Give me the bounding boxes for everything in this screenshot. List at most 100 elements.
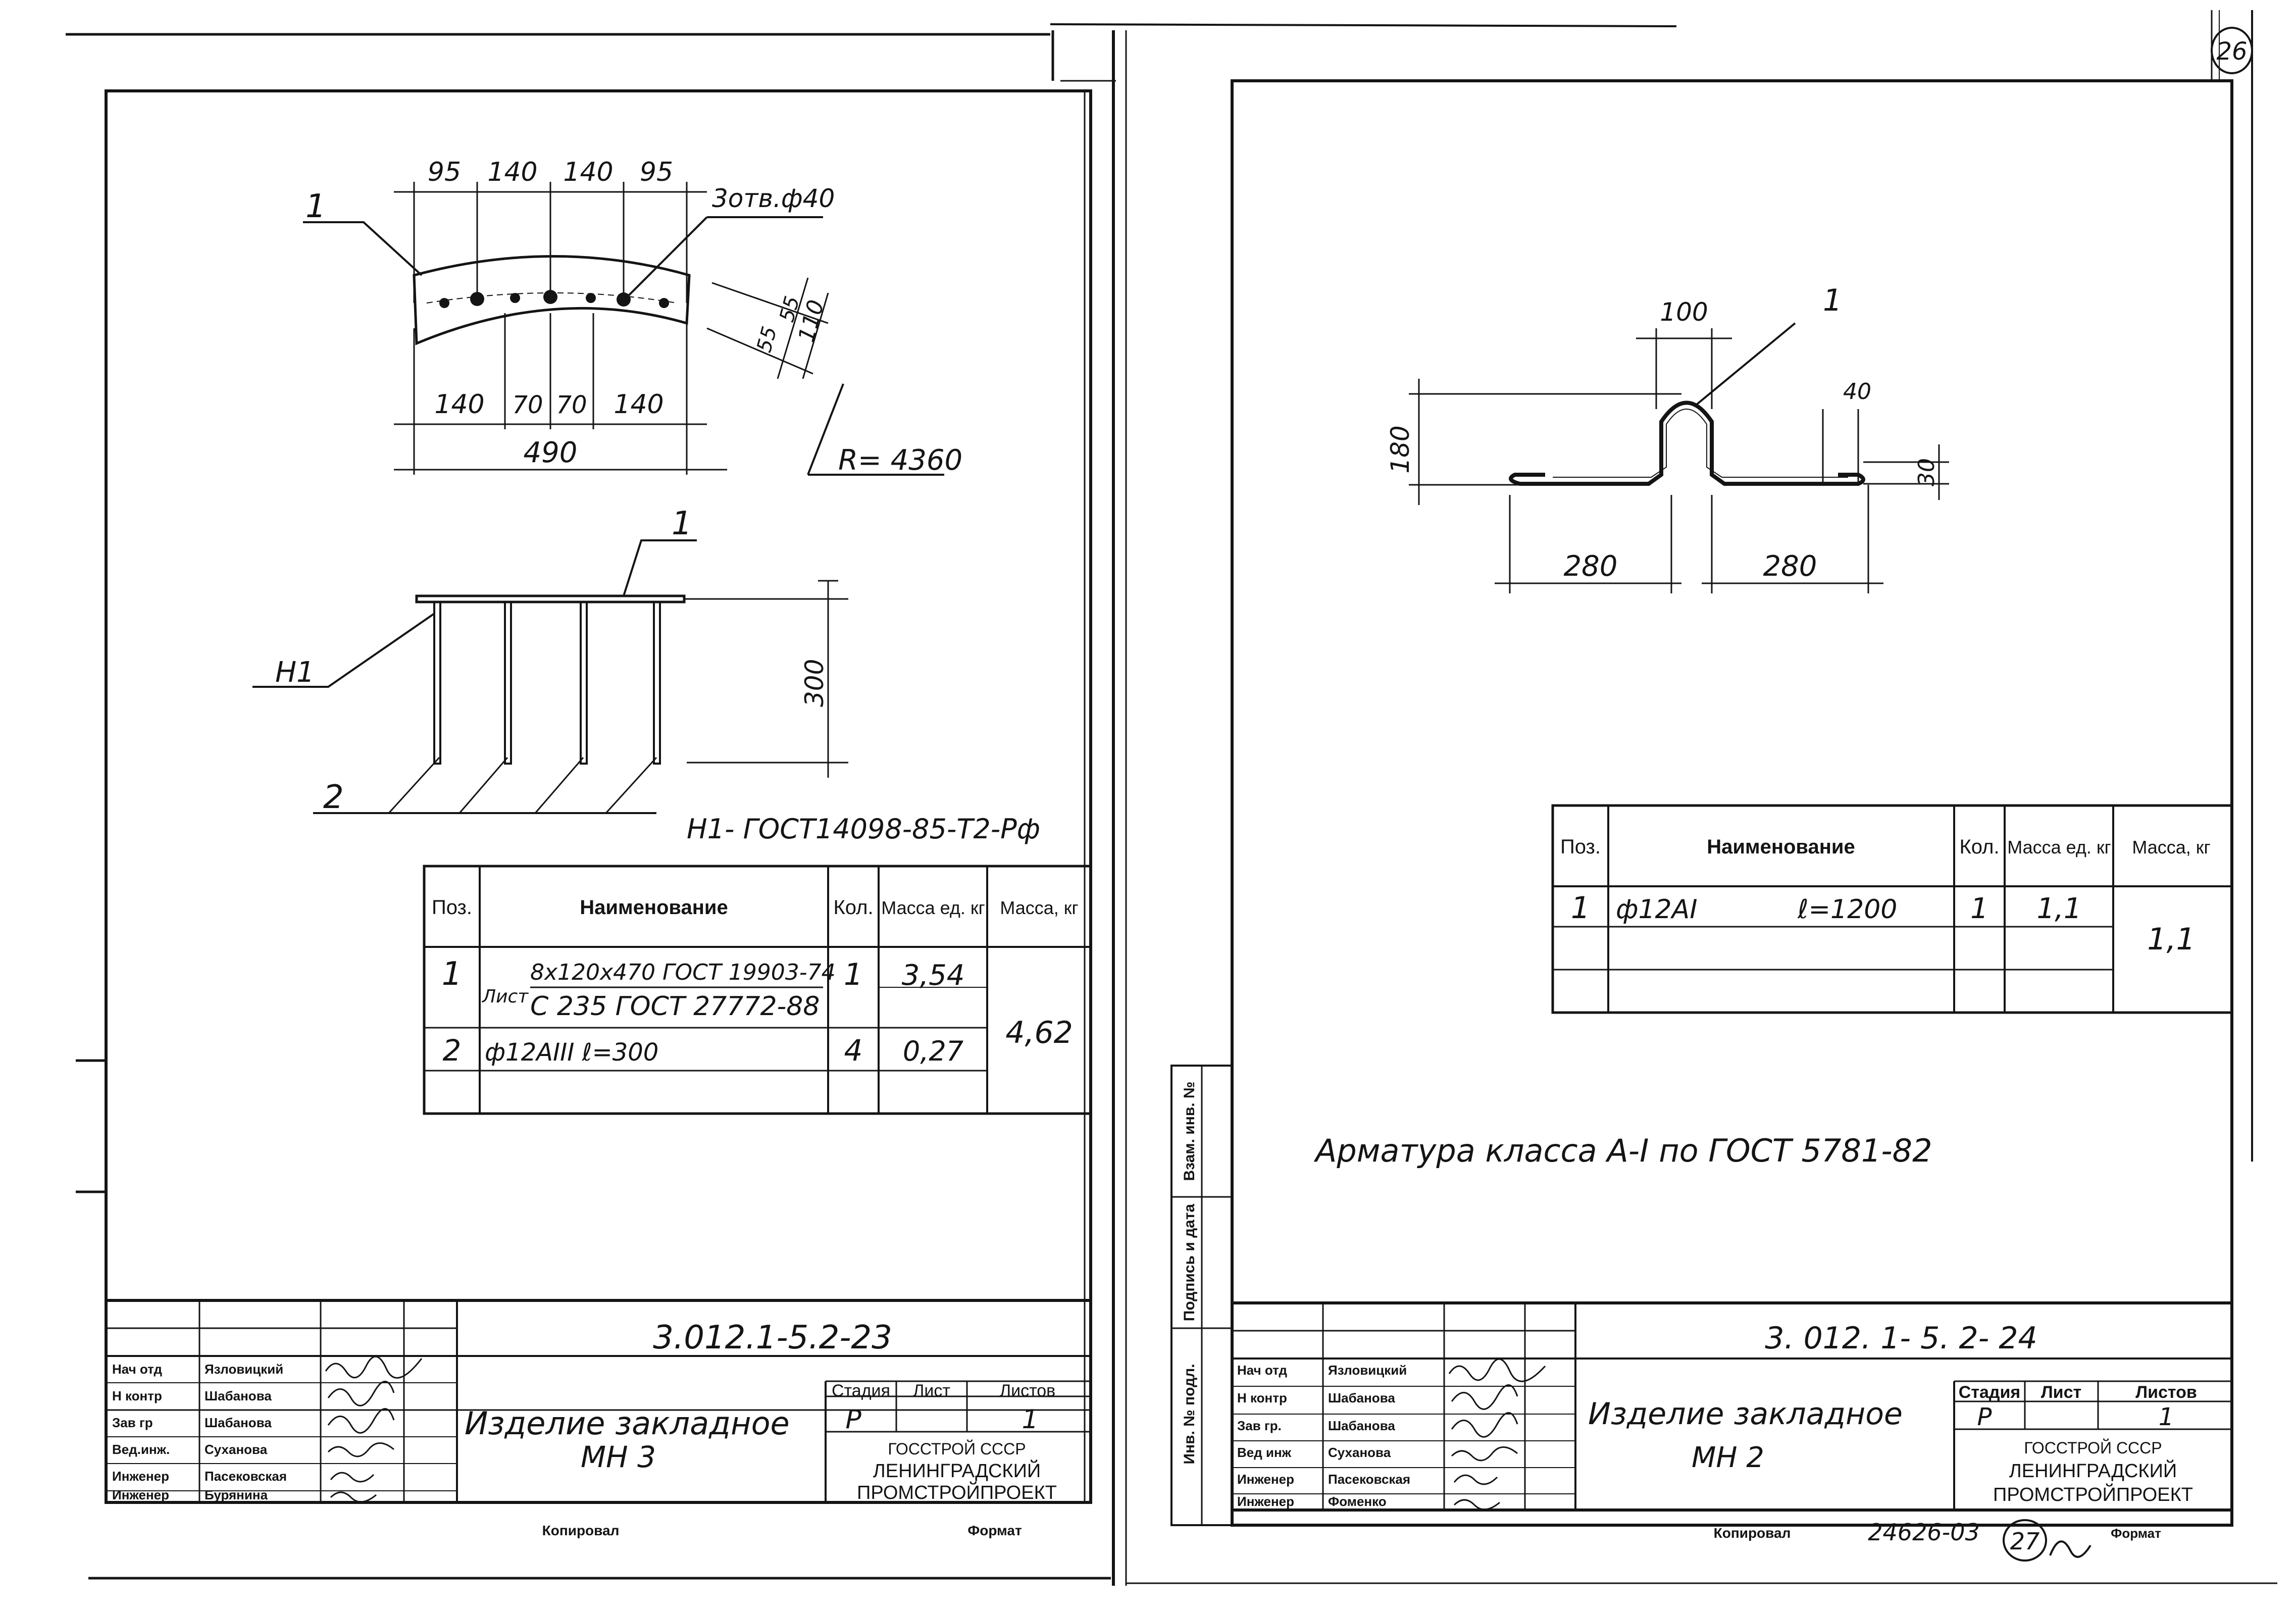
svg-text:Пасековская: Пасековская <box>205 1469 287 1484</box>
right-spec-header-name: Наименование <box>1707 836 1855 858</box>
right-sheet: Инв. № подл. Подпись и дата Взам. инв. № <box>1170 79 2233 1562</box>
right-spec-row1-pos: 1 <box>1571 890 1590 926</box>
left-spec-table <box>423 865 1092 1115</box>
bar-dim-right: 280 <box>1763 550 1817 583</box>
svg-text:Пасековская: Пасековская <box>1328 1472 1410 1487</box>
right-spec-header-pos: Поз. <box>1560 836 1601 858</box>
left-spec-row1-pos: 1 <box>442 955 463 993</box>
left-spec-row1-name-bottom: С 235 ГОСТ 27772-88 <box>530 991 820 1022</box>
right-spec-header-mass: Масса, кг <box>2132 837 2210 858</box>
bar-dim-height: 180 <box>1386 425 1415 473</box>
left-names: Язловицкий Шабанова Шабанова Суханова Па… <box>205 1362 287 1502</box>
right-spec-row1-qty: 1 <box>1970 892 1988 925</box>
right-title: Изделие закладное <box>1588 1396 1903 1432</box>
bar-dim-hook-height: 30 <box>1914 458 1940 486</box>
stamp-replaced-inv: Взам. инв. № <box>1181 1082 1198 1181</box>
plate-plan-view <box>303 182 944 476</box>
left-format-label: Формат <box>967 1523 1022 1538</box>
right-side-stamp <box>1170 1065 1233 1526</box>
left-spec-row1-unit-mass: 3,54 <box>902 959 965 992</box>
right-sheets-header: Листов <box>2135 1383 2197 1402</box>
left-stage-header: Стадия <box>832 1381 890 1400</box>
svg-text:Бурянина: Бурянина <box>205 1487 268 1502</box>
svg-text:Н контр: Н контр <box>112 1388 162 1403</box>
bar-dim-left: 280 <box>1564 550 1618 583</box>
svg-text:Вед.инж.: Вед.инж. <box>112 1442 170 1457</box>
weld-note: Н1- ГОСТ14098-85-Т2-Рф <box>687 813 1040 845</box>
left-sheets-header: Листов <box>1000 1381 1055 1400</box>
plan-dim-bottom-3: 70 <box>556 391 587 419</box>
elev-pos-1-label: 1 <box>672 505 692 542</box>
left-spec-total-mass: 4,62 <box>1005 1015 1073 1050</box>
svg-text:Шабанова: Шабанова <box>1328 1390 1395 1405</box>
weld-mark: Н1 <box>275 656 315 689</box>
side-dim-2: 55 <box>752 324 782 355</box>
left-doc-number: 3.012.1-5.2-23 <box>653 1319 892 1356</box>
right-sheet-border <box>1231 79 2233 1527</box>
left-org-line1: ГОССТРОЙ СССР <box>888 1440 1026 1458</box>
reinforcement-note: Арматура класса А-I по ГОСТ 5781-82 <box>1313 1132 1932 1169</box>
left-spec-header-unit-mass: Масса ед. кг <box>881 897 985 918</box>
right-names: Язловицкий Шабанова Шабанова Суханова Па… <box>1328 1363 1410 1509</box>
plan-dim-top-1: 95 <box>428 157 461 187</box>
left-sheets-value: 1 <box>1022 1404 1038 1435</box>
plan-dim-top-2: 140 <box>487 157 537 187</box>
right-stage-value: Р <box>1977 1403 1992 1431</box>
right-spec-header-unit-mass: Масса ед. кг <box>2007 837 2111 858</box>
svg-text:Нач отд: Нач отд <box>1237 1363 1288 1378</box>
svg-text:Нач отд: Нач отд <box>112 1362 163 1377</box>
right-spec-table <box>1551 804 2233 1014</box>
left-signatures <box>325 1355 423 1503</box>
left-spec-header-name: Наименование <box>580 896 728 919</box>
svg-text:Инженер: Инженер <box>1237 1494 1294 1509</box>
left-sheet-border <box>105 89 1092 1504</box>
plan-dim-bottom-4: 140 <box>614 389 664 420</box>
left-spec-row2-pos: 2 <box>443 1033 462 1068</box>
plan-dim-bottom-2: 70 <box>512 391 543 419</box>
right-signatures <box>1448 1358 1546 1511</box>
plate-elevation-view <box>252 539 848 814</box>
plate-radius: R= 4360 <box>838 444 962 477</box>
left-spec-row1-name-top: 8x120x470 ГОСТ 19903-74 <box>530 960 836 985</box>
svg-text:Вед инж: Вед инж <box>1237 1445 1292 1460</box>
svg-text:Н контр: Н контр <box>1237 1390 1287 1405</box>
plan-dim-bottom-1: 140 <box>434 389 484 420</box>
svg-text:Язловицкий: Язловицкий <box>1328 1363 1407 1378</box>
right-sheet-circle: 27 <box>2003 1519 2047 1562</box>
left-title-block <box>105 1299 1092 1504</box>
left-spec-row2-qty: 4 <box>844 1033 863 1068</box>
bar-dim-hook-length: 40 <box>1843 379 1871 405</box>
plan-pos-1-label: 1 <box>305 188 326 225</box>
svg-text:Шабанова: Шабанова <box>205 1415 272 1430</box>
right-org-line3: ПРОМСТРОЙПРОЕКТ <box>1993 1483 2193 1505</box>
left-spec-header-qty: Кол. <box>833 896 873 919</box>
left-spec-header-pos: Поз. <box>432 896 472 919</box>
right-spec-row1-unit-mass: 1,1 <box>2036 892 2081 925</box>
elev-pos-2-label: 2 <box>323 779 344 816</box>
stamp-signature-date: Подпись и дата <box>1181 1203 1198 1321</box>
svg-text:Суханова: Суханова <box>205 1442 268 1457</box>
right-mark: МН 2 <box>1692 1441 1764 1474</box>
left-title: Изделие закладное <box>465 1405 790 1442</box>
right-doc-number: 3. 012. 1- 5. 2- 24 <box>1765 1321 2037 1356</box>
right-spec-row1-length: ℓ=1200 <box>1797 894 1897 925</box>
plan-dim-top-3: 140 <box>563 157 613 187</box>
svg-text:Зав гр.: Зав гр. <box>1237 1418 1282 1433</box>
svg-text:26: 26 <box>2216 37 2247 66</box>
left-spec-row2-unit-mass: 0,27 <box>903 1035 963 1067</box>
holes-note: 3отв.ф40 <box>712 184 835 213</box>
left-spec-row1-qty: 1 <box>844 957 863 992</box>
plan-dim-top-4: 95 <box>640 157 673 187</box>
bar-dim-width: 100 <box>1660 297 1708 327</box>
right-format-label: Формат <box>2111 1526 2161 1541</box>
stamp-inv-no: Инв. № подл. <box>1181 1364 1198 1464</box>
svg-text:Суханова: Суханова <box>1328 1445 1391 1460</box>
svg-text:Инженер: Инженер <box>112 1469 169 1484</box>
svg-text:Шабанова: Шабанова <box>1328 1418 1395 1433</box>
right-spec-header-qty: Кол. <box>1959 836 1999 858</box>
right-org-line1: ГОССТРОЙ СССР <box>2024 1439 2162 1457</box>
right-spec-row1-name: ф12АI <box>1616 894 1698 925</box>
left-stage-value: Р <box>845 1404 861 1435</box>
page-frame <box>66 10 2277 1586</box>
